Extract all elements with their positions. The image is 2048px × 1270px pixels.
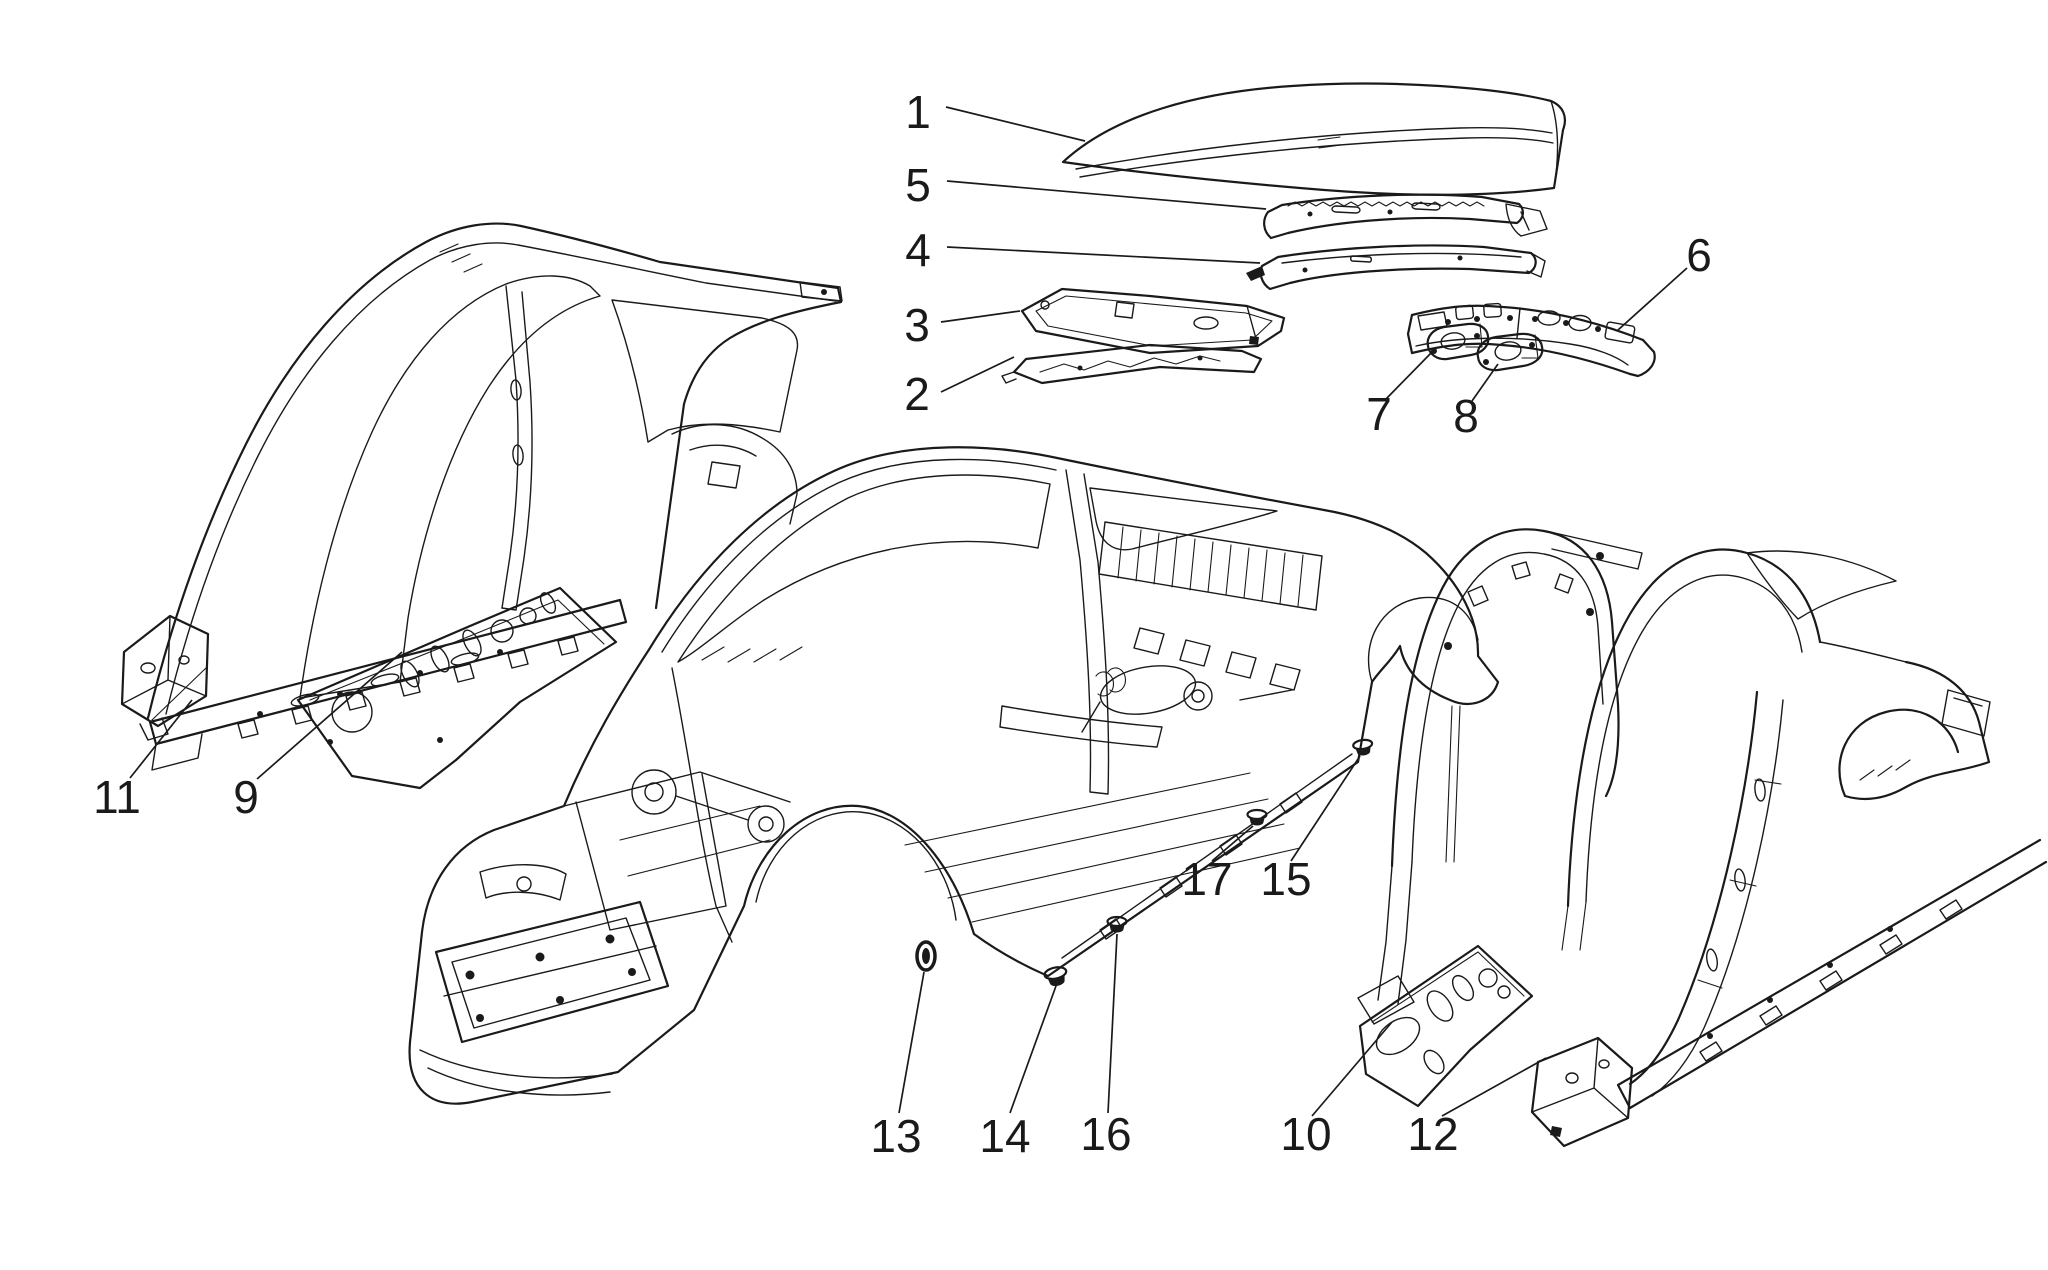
callout-label-15-mushroom-plug-rear: 15	[1260, 853, 1311, 905]
callout-label-4-windscreen-header-rail: 4	[905, 224, 931, 276]
rear-window-lower-crossmember-drawing	[1406, 302, 1656, 378]
callout-leader-1-roof-panel	[945, 106, 1086, 142]
callout-leader-8-grommet-plate-right	[1471, 363, 1499, 402]
right-bodyside-inner-frame-drawing	[1357, 528, 1643, 1108]
mushroom-plug-15-drawing	[1352, 738, 1374, 756]
roof-front-crossmember-drawing	[1263, 193, 1548, 240]
callout-label-8-grommet-plate-right: 8	[1453, 390, 1479, 442]
callout-leader-11-front-sill-bracket	[129, 699, 193, 779]
left-bodyside-inner-frame-drawing	[146, 222, 843, 771]
left-front-sill-bracket-drawing	[120, 614, 210, 741]
callout-label-3-rear-shelf-panel: 3	[904, 299, 930, 351]
callout-label-9-sill-reinforcement-plate: 9	[233, 771, 259, 823]
diagram-line-art	[120, 82, 2048, 1148]
center-body-shell-drawing	[408, 446, 1500, 1105]
callout-leader-17-mushroom-plug-sill	[1211, 825, 1254, 862]
callout-label-17-mushroom-plug-sill: 17	[1181, 853, 1232, 905]
rear-shelf-panel-drawing	[1020, 287, 1286, 355]
callout-leader-13-oval-plug	[898, 971, 925, 1114]
callout-leader-16-mushroom-plug-mid	[1107, 933, 1118, 1114]
callout-leader-6-rear-window-lower-crossmember	[1617, 267, 1688, 331]
callout-leader-12-rh-outer-bodyside-panel	[1441, 1057, 1547, 1117]
callout-label-2-rear-shelf-lower-crossmember: 2	[904, 368, 930, 420]
callout-leader-7-grommet-plate-left	[1385, 349, 1435, 400]
oval-plug-13-drawing	[915, 940, 937, 972]
callout-leader-5-roof-front-crossmember	[946, 180, 1267, 210]
callout-label-13-oval-plug: 13	[870, 1110, 921, 1162]
callout-label-11-front-sill-bracket: 11	[93, 771, 141, 823]
callout-label-5-roof-front-crossmember: 5	[905, 159, 931, 211]
callout-label-10-rh-inner-bodyside-frame: 10	[1280, 1108, 1331, 1160]
callout-label-14-mushroom-plug-front: 14	[979, 1110, 1030, 1162]
mushroom-plug-14-drawing	[1043, 966, 1068, 987]
mushroom-plug-16-drawing	[1106, 915, 1128, 933]
callout-label-16-mushroom-plug-mid: 16	[1080, 1108, 1131, 1160]
callout-label-7-grommet-plate-left: 7	[1366, 388, 1392, 440]
right-bodyside-outer-panel-drawing	[1530, 548, 2048, 1148]
callout-label-12-rh-outer-bodyside-panel: 12	[1407, 1108, 1458, 1160]
callout-leader-2-rear-shelf-lower-crossmember	[940, 356, 1015, 393]
roof-panel-drawing	[1061, 82, 1567, 196]
callout-leader-14-mushroom-plug-front	[1009, 985, 1057, 1114]
callout-leader-10-rh-inner-bodyside-frame	[1311, 1021, 1393, 1117]
callout-leader-9-sill-reinforcement-plate	[256, 651, 403, 780]
mushroom-plug-17-drawing	[1246, 808, 1268, 826]
left-sill-reinforcement-plate-drawing	[296, 586, 618, 790]
rear-shelf-lower-crossmember-drawing	[1001, 343, 1263, 385]
windscreen-header-rail-drawing	[1246, 244, 1546, 291]
callout-leader-3-rear-shelf-panel	[940, 310, 1021, 323]
callout-label-1-roof-panel: 1	[905, 86, 931, 138]
callout-leader-4-windscreen-header-rail	[946, 246, 1261, 264]
grommet-plate-8-drawing	[1476, 332, 1544, 372]
callout-label-6-rear-window-lower-crossmember: 6	[1686, 229, 1712, 281]
grommet-plate-7-drawing	[1426, 322, 1490, 361]
callout-leader-15-mushroom-plug-rear	[1290, 755, 1361, 862]
